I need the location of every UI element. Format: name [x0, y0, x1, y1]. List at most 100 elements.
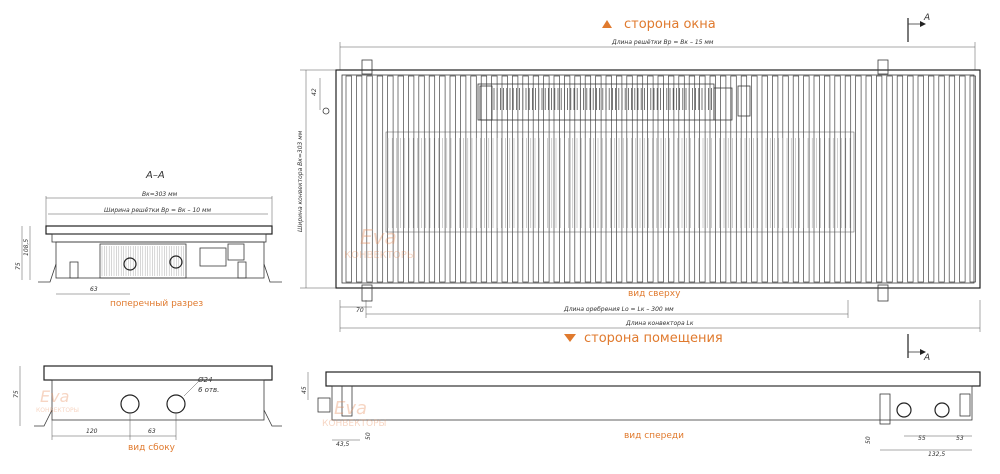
section-cut-top: А: [923, 13, 930, 23]
watermark-brand-front: Eva: [334, 398, 367, 419]
watermark-brand-small: Eva: [40, 387, 69, 406]
hole-diameter-label: Ø24: [197, 376, 212, 384]
grill-bar: [470, 75, 477, 283]
section-bk-dim: Вк=303 мм: [142, 191, 178, 198]
grill-bar: [657, 75, 664, 283]
grill-bar: [366, 75, 373, 283]
section-grill-width-dim: Ширина решётки Вр = Вк – 10 мм: [104, 207, 212, 214]
convector-width-dim: Ширина конвектора Вк=303 мм: [297, 130, 304, 232]
frame-length-dim: Длина оребрения Lo = Lк – 300 мм: [563, 306, 674, 313]
arrow-down-icon: [564, 334, 576, 342]
grill-bar: [761, 75, 768, 283]
heat-exchanger-fins: [387, 138, 851, 228]
grill-bar: [772, 75, 779, 283]
hole-count-label: 6 отв.: [198, 386, 219, 394]
grill-bar: [636, 75, 644, 283]
grill-bar: [792, 75, 800, 283]
section-cut-bottom: А: [923, 353, 930, 363]
side-height-75-dim: 75: [13, 390, 20, 398]
arrow-up-icon: [602, 20, 612, 28]
side-view-label: вид сбоку: [128, 443, 176, 453]
grill-bar: [896, 75, 904, 283]
dim-42: 42: [311, 88, 318, 96]
grill-bar: [480, 75, 488, 283]
grill-bar: [376, 75, 384, 283]
side-120-dim: 120: [86, 428, 98, 435]
grill-bar: [917, 75, 924, 283]
front-view: 45 43,5 50 50 55 53 132,5 вид спереди Ev…: [301, 371, 981, 458]
front-53-dim: 53: [956, 435, 964, 442]
grill-bar: [876, 75, 883, 283]
room-side-label: сторона помещения: [584, 331, 723, 346]
offset-70-dim: 70: [356, 307, 364, 314]
front-50a-dim: 50: [365, 432, 372, 440]
front-55-dim: 55: [918, 435, 926, 442]
grill-bar: [387, 75, 394, 283]
grill-bar: [813, 75, 820, 283]
side-view: 75 120 63 Ø24 6 отв. вид сбоку Eva КОНВЕ…: [13, 365, 282, 453]
watermark-tagline-front: КОНВЕКТОРЫ: [322, 419, 387, 429]
side-63-dim: 63: [148, 428, 156, 435]
grill-bar: [699, 75, 706, 283]
grill-bar: [418, 75, 425, 283]
grill-bar: [553, 75, 560, 283]
grill-bar: [345, 75, 352, 283]
grill-bar: [512, 75, 519, 283]
grill-bar: [959, 75, 966, 283]
grill-bar: [855, 75, 862, 283]
grill-bar: [886, 75, 893, 283]
grill-bar: [948, 75, 956, 283]
grill-bar: [647, 75, 654, 283]
grill-bar: [522, 75, 529, 283]
front-view-label: вид спереди: [624, 431, 684, 441]
section-title: А–А: [145, 170, 165, 181]
convector-length-dim: Длина конвектора Lк: [625, 320, 694, 327]
grill-bar: [501, 75, 508, 283]
cross-section-label: поперечный разрез: [110, 299, 203, 309]
grill-bars: [345, 75, 976, 283]
grill-bar: [668, 75, 675, 283]
grill-bar: [844, 75, 852, 283]
grill-bar: [865, 75, 872, 283]
grill-bar: [938, 75, 945, 283]
cross-section-view: А–А Вк=303 мм Ширина решётки Вр = Вк – 1…: [15, 170, 282, 309]
grill-bar: [928, 75, 935, 283]
grill-bar: [751, 75, 758, 283]
grill-bar: [460, 75, 467, 283]
grill-bar: [616, 75, 623, 283]
watermark-brand: Eva: [360, 225, 397, 249]
front-1325-dim: 132,5: [928, 451, 945, 458]
window-side-label: сторона окна: [624, 17, 716, 32]
section-63-dim: 63: [90, 286, 98, 293]
grill-bar: [564, 75, 571, 283]
section-fins: [101, 246, 184, 276]
grill-bar: [428, 75, 436, 283]
grill-bar: [969, 75, 976, 283]
height-1085-dim: 108,5: [23, 239, 30, 256]
top-view: сторона окна Длина решётки Вр = Вк – 15 …: [297, 13, 981, 363]
front-50b-dim: 50: [865, 436, 872, 444]
grill-bar: [605, 75, 612, 283]
grill-bar: [397, 75, 404, 283]
grill-bar: [740, 75, 748, 283]
grill-bar: [834, 75, 841, 283]
front-45-dim: 45: [301, 386, 308, 394]
grill-bar: [688, 75, 696, 283]
watermark-tagline: КОНВЕКТОРЫ: [344, 250, 416, 261]
grill-bar: [824, 75, 831, 283]
grill-bar: [709, 75, 716, 283]
top-view-label: вид сверху: [628, 289, 681, 299]
grill-bar: [449, 75, 456, 283]
grill-bar: [532, 75, 540, 283]
grill-length-dim: Длина решётки Вр = Вк – 15 мм: [611, 39, 714, 46]
pipe-block-fins: [493, 88, 712, 110]
grill-bar: [595, 75, 602, 283]
grill-bar: [730, 75, 737, 283]
front-435-dim: 43,5: [336, 441, 350, 448]
height-75-dim: 75: [15, 262, 22, 270]
grill-bar: [678, 75, 685, 283]
grill-bar: [626, 75, 633, 283]
grill-bar: [907, 75, 914, 283]
grill-bar: [803, 75, 810, 283]
